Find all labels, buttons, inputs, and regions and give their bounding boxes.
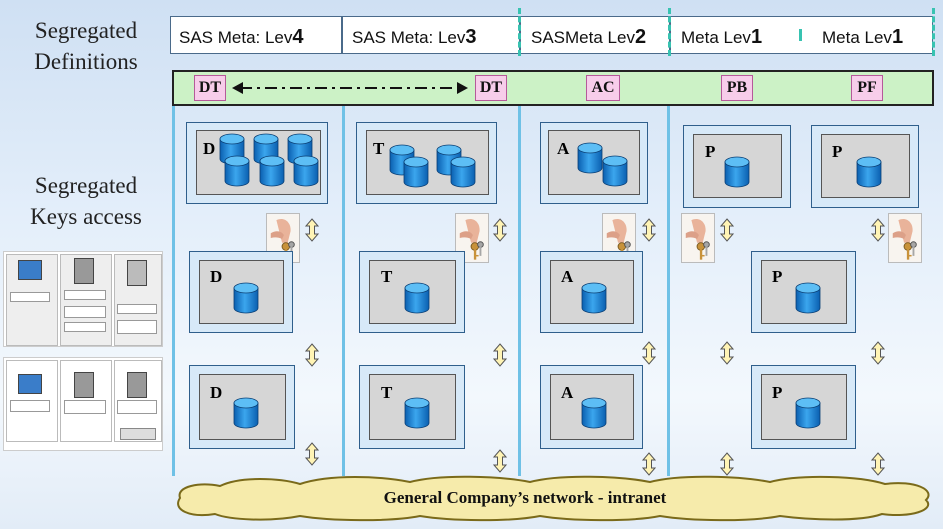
keys-access-title-line1: Segregated [34,173,138,198]
database-cylinder-icon [450,156,476,188]
tag-ac: AC [586,75,620,101]
database-cylinder-icon [233,397,259,429]
db-label-p: P [772,267,783,286]
header-divider [799,29,802,41]
header-divider [932,8,935,56]
column-line [172,106,175,476]
column-line [667,106,670,476]
database-cylinder-icon [856,156,882,188]
level-box-lev1-pb: Meta Lev1 [670,16,800,54]
db-box-d-2 [199,260,284,324]
double-arrow-icon [493,449,507,473]
db-label-p: P [705,142,716,161]
level-number: 3 [465,26,477,48]
db-label-d: D [210,267,223,286]
database-cylinder-icon [724,156,750,188]
tag-pf: PF [851,75,883,101]
double-arrow-icon [720,218,734,242]
double-arrow-icon [720,341,734,365]
double-arrow-icon [871,218,885,242]
database-cylinder-icon [577,142,603,174]
db-label-a: A [561,267,574,286]
double-arrow-icon [642,341,656,365]
database-cylinder-icon [293,155,319,187]
double-arrow-icon [720,452,734,476]
architecture-diagram-top [3,251,163,347]
db-label-a: A [557,139,570,158]
db-label-d: D [210,383,223,402]
level-box-lev1-pf: Meta Lev1 [800,16,933,54]
keys-access-title-line2: Keys access [30,204,142,229]
server-icon [127,260,147,286]
db-label-a: A [561,383,574,402]
db-label-d: D [203,139,216,158]
definitions-title-line1: Segregated [34,18,138,43]
tag-dt-left: DT [194,75,226,101]
definitions-title: Segregated Definitions [8,15,164,77]
double-arrow-icon [493,218,507,242]
database-cylinder-icon [404,397,430,429]
level-label: SAS Meta: Lev [352,28,466,47]
double-arrow-icon [871,452,885,476]
double-arrow-icon [642,452,656,476]
level-number: 1 [750,26,763,48]
database-cylinder-icon [795,397,821,429]
monitor-icon [18,260,42,280]
database-cylinder-icon [404,282,430,314]
level-label: SAS Meta: Lev [179,28,293,47]
db-label-t: T [381,267,393,286]
database-cylinder-icon [403,156,429,188]
double-arrow-icon [871,341,885,365]
level-number: 1 [891,26,904,48]
header-divider [668,8,671,56]
double-arrow-icon [493,343,507,367]
monitor-icon [18,374,42,394]
double-arrow-icon [642,218,656,242]
tag-dt-right: DT [475,75,507,101]
level-label: Meta Lev [681,28,751,47]
server-icon [127,372,147,398]
database-cylinder-icon [224,155,250,187]
level-box-lev3: SAS Meta: Lev3 [342,16,520,54]
level-box-lev2: SASMeta Lev2 [520,16,670,54]
server-icon [74,372,94,398]
db-label-t: T [381,383,393,402]
column-line [342,106,345,476]
dt-link-arrow [232,82,468,94]
level-number: 2 [634,26,647,48]
db-label-p: P [772,383,783,402]
double-arrow-icon [305,442,319,466]
database-cylinder-icon [581,282,607,314]
key-hand-icon [888,213,922,263]
database-cylinder-icon [581,397,607,429]
database-cylinder-icon [795,282,821,314]
architecture-diagram-bottom [3,357,163,451]
double-arrow-icon [305,218,319,242]
definitions-title-line2: Definitions [34,49,138,74]
level-label: Meta Lev [822,28,892,47]
database-cylinder-icon [602,155,628,187]
header-divider [518,8,521,56]
tag-pb: PB [721,75,753,101]
keys-access-title: Segregated Keys access [8,170,164,232]
column-line [518,106,521,476]
network-label: General Company’s network - intranet [383,488,667,507]
database-cylinder-icon [259,155,285,187]
key-hand-icon [681,213,715,263]
level-box-lev4: SAS Meta: Lev4 [170,16,342,54]
cloud-icon [177,475,930,522]
server-icon [74,258,94,284]
level-label: SASMeta Lev [531,28,635,47]
level-number: 4 [292,26,304,48]
database-cylinder-icon [233,282,259,314]
db-label-t: T [373,139,385,158]
double-arrow-icon [305,343,319,367]
db-label-p: P [832,142,843,161]
